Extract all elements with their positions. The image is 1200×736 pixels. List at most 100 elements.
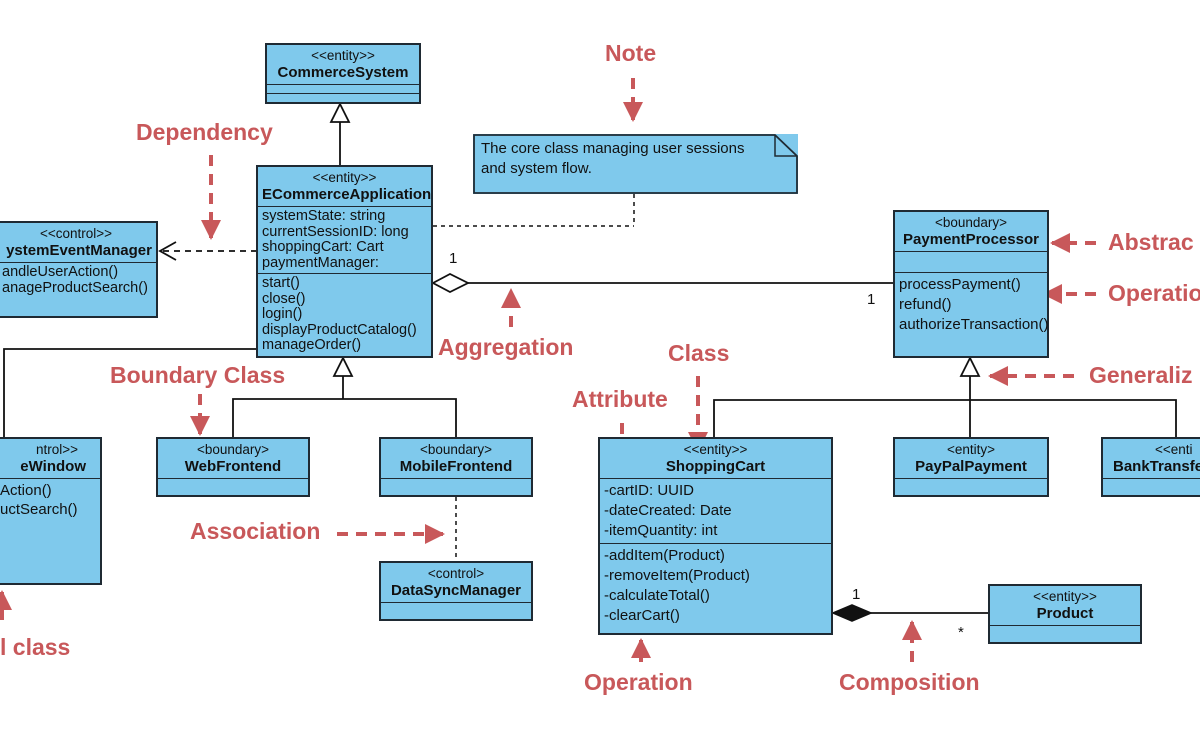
class-name: DataSyncManager [390, 582, 522, 599]
stereotype: <boundary> [419, 442, 493, 457]
attributes-compartment [990, 626, 1140, 634]
dependency-app-to-event-manager [158, 241, 257, 261]
annotation-generalization: Generaliz [1089, 362, 1193, 388]
attributes-compartment [895, 252, 1047, 273]
annotation-operation-bottom: Operation [584, 669, 693, 695]
annotation-dependency: Dependency [136, 119, 273, 145]
class-paypal-payment[interactable]: <entity> PayPalPayment [893, 437, 1049, 497]
class-header: <boundary> MobileFrontend [381, 439, 531, 479]
operation: uctSearch() [0, 501, 78, 518]
stereotype: <<enti [1155, 442, 1193, 457]
class-shopping-cart[interactable]: <<entity>> ShoppingCart -cartID: UUID -d… [598, 437, 833, 635]
operation: Action() [0, 482, 52, 499]
class-name: Product [1036, 605, 1094, 622]
class-header: <<control>> ystemEventManager [0, 223, 156, 263]
class-name: CommerceSystem [277, 64, 409, 81]
annotation-association: Association [190, 518, 321, 544]
attributes-compartment: -cartID: UUID -dateCreated: Date -itemQu… [600, 479, 831, 544]
generalization-app-to-commerce-system [329, 101, 351, 165]
class-header: <<entity>> ShoppingCart [600, 439, 831, 479]
class-header: ntrol>> eWindow [0, 439, 100, 479]
stereotype: <entity> [946, 442, 996, 457]
attribute: systemState: string [262, 208, 386, 224]
operation: manageOrder() [262, 337, 362, 353]
operations-compartment: -addItem(Product) -removeItem(Product) -… [600, 544, 831, 628]
multiplicity-aggregation-payment: 1 [867, 291, 876, 308]
note-shape [473, 134, 798, 194]
attributes-compartment [267, 85, 419, 94]
class-left-window[interactable]: ntrol>> eWindow Action() uctSearch() [0, 437, 102, 585]
class-header: <boundary> WebFrontend [158, 439, 308, 479]
stereotype: <<entity>> [683, 442, 748, 457]
attribute: shoppingCart: Cart [262, 239, 384, 255]
annotation-class: Class [668, 340, 730, 366]
stereotype: <<entity>> [1033, 589, 1097, 604]
operation: processPayment() [899, 276, 1021, 293]
composition-cart-product [831, 604, 988, 622]
generalization-frontends-to-app [232, 355, 457, 437]
annotation-composition: Composition [839, 669, 980, 695]
annotation-control-class: l class [0, 634, 71, 660]
annotation-operation-right: Operatio [1108, 280, 1200, 306]
operation: -calculateTotal() [604, 587, 710, 604]
class-header: <boundary> PaymentProcessor [895, 212, 1047, 252]
operation: displayProductCatalog() [262, 321, 417, 338]
multiplicity-aggregation-app: 1 [449, 250, 458, 267]
operation: -removeItem(Product) [604, 567, 750, 584]
stereotype: ntrol>> [35, 442, 78, 457]
class-web-frontend[interactable]: <boundary> WebFrontend [156, 437, 310, 497]
class-payment-processor[interactable]: <boundary> PaymentProcessor processPayme… [893, 210, 1049, 358]
annotation-boundary-class: Boundary Class [110, 362, 286, 388]
class-name: WebFrontend [184, 458, 282, 475]
attribute: -cartID: UUID [604, 482, 694, 499]
operation: -addItem(Product) [604, 547, 725, 564]
generalization-payments-to-processor [713, 355, 1177, 437]
operation: start() [262, 275, 300, 291]
class-name: PayPalPayment [915, 458, 1027, 475]
operations-compartment: Action() uctSearch() [0, 479, 100, 521]
multiplicity-composition-product: * [958, 624, 964, 641]
attributes-compartment [381, 603, 531, 611]
association-app-left-window [3, 348, 257, 437]
stereotype: <<entity>> [312, 170, 377, 185]
attributes-compartment [381, 479, 531, 487]
class-header: <entity> PayPalPayment [895, 439, 1047, 479]
class-name: MobileFrontend [399, 458, 513, 475]
note-box[interactable]: The core class managing user sessions an… [473, 134, 798, 194]
attribute: -dateCreated: Date [604, 502, 732, 519]
class-name: BankTransfe [1113, 458, 1200, 475]
stereotype: <boundary> [934, 215, 1008, 230]
class-data-sync-manager[interactable]: <control> DataSyncManager [379, 561, 533, 621]
annotation-note: Note [605, 40, 657, 66]
attribute: -itemQuantity: int [604, 522, 718, 539]
multiplicity-composition-cart: 1 [852, 586, 861, 603]
operation: andleUserAction() [2, 264, 119, 280]
class-header: <control> DataSyncManager [381, 563, 531, 603]
operations-compartment: processPayment() refund() authorizeTrans… [895, 273, 1049, 337]
operations-compartment: start() close() login() displayProductCa… [258, 274, 431, 356]
annotation-aggregation: Aggregation [438, 334, 574, 360]
class-product[interactable]: <<entity>> Product [988, 584, 1142, 644]
class-mobile-frontend[interactable]: <boundary> MobileFrontend [379, 437, 533, 497]
attribute: currentSessionID: long [262, 223, 409, 240]
operation: login() [262, 306, 303, 322]
stereotype: <control> [427, 566, 485, 581]
annotation-attribute: Attribute [572, 386, 668, 412]
operations-compartment: andleUserAction() anageProductSearch() [0, 263, 156, 298]
class-name: ShoppingCart [665, 458, 766, 475]
operation: -clearCart() [604, 607, 680, 624]
class-system-event-manager[interactable]: <<control>> ystemEventManager andleUserA… [0, 221, 158, 318]
class-bank-transfer[interactable]: <<enti BankTransfe [1101, 437, 1200, 497]
class-header: <<entity>> Product [990, 586, 1140, 626]
class-name: ECommerceApplication [262, 186, 432, 203]
class-header: <<entity>> ECommerceApplication [258, 167, 431, 207]
stereotype: <<entity>> [311, 48, 375, 63]
class-header: <<enti BankTransfe [1103, 439, 1200, 479]
class-commerce-system[interactable]: <<entity>> CommerceSystem [265, 43, 421, 104]
class-name: ystemEventManager [6, 242, 152, 259]
stereotype: <boundary> [196, 442, 270, 457]
aggregation-app-payment [431, 272, 893, 294]
class-ecommerce-application[interactable]: <<entity>> ECommerceApplication systemSt… [256, 165, 433, 358]
attributes-compartment: systemState: string currentSessionID: lo… [258, 207, 431, 274]
